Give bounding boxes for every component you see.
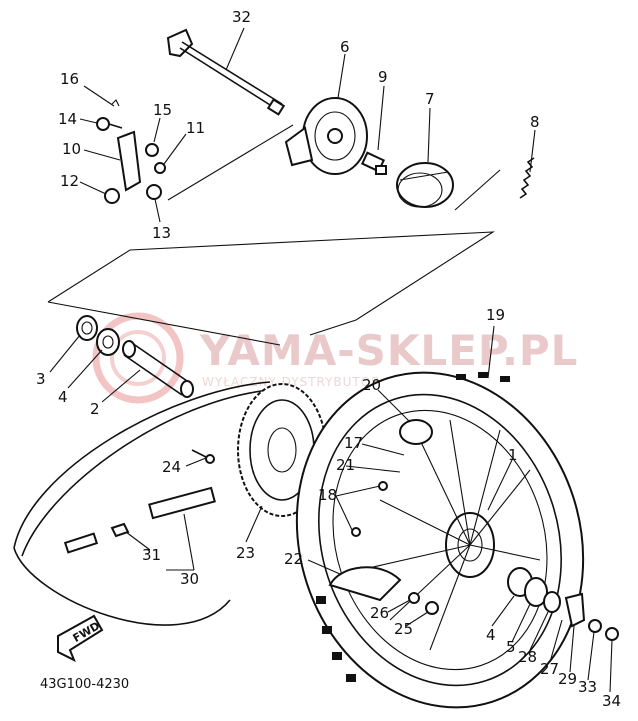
brake-shoe-plate bbox=[284, 97, 368, 175]
callout-15: 15 bbox=[153, 101, 172, 119]
watermark-logo-icon bbox=[92, 312, 184, 404]
forward-direction-indicator: FWD bbox=[57, 614, 104, 663]
callout-4-left: 4 bbox=[58, 388, 68, 406]
callout-23: 23 bbox=[236, 544, 255, 562]
axle-hardware bbox=[507, 567, 619, 641]
callout-18: 18 bbox=[318, 486, 337, 504]
brake-shoe bbox=[396, 162, 454, 208]
leader-lines bbox=[49, 27, 613, 693]
callout-20: 20 bbox=[362, 376, 381, 394]
callout-7: 7 bbox=[425, 90, 435, 108]
callout-34: 34 bbox=[602, 692, 621, 710]
tube-and-rim-band bbox=[328, 419, 433, 602]
tension-bar-set bbox=[96, 99, 166, 204]
callout-19: 19 bbox=[486, 306, 505, 324]
callout-29: 29 bbox=[558, 670, 577, 688]
callout-13: 13 bbox=[152, 224, 171, 242]
rear-axle bbox=[166, 28, 286, 116]
callout-32: 32 bbox=[232, 8, 251, 26]
callout-25: 25 bbox=[394, 620, 413, 638]
sprocket-bolt bbox=[191, 449, 215, 464]
wheel-bearings bbox=[76, 315, 120, 356]
callout-9: 9 bbox=[378, 68, 388, 86]
fwd-arrow-icon bbox=[57, 614, 104, 663]
callout-30: 30 bbox=[180, 570, 199, 588]
callout-14: 14 bbox=[58, 110, 77, 128]
callout-3: 3 bbox=[36, 370, 46, 388]
diagram-code: 43G100-4230 bbox=[40, 677, 129, 692]
callout-17: 17 bbox=[344, 434, 363, 452]
chain-joint bbox=[63, 486, 216, 554]
brake-spring bbox=[519, 157, 535, 199]
callout-5: 5 bbox=[506, 638, 516, 656]
callout-10: 10 bbox=[62, 140, 81, 158]
callout-2: 2 bbox=[90, 400, 100, 418]
callout-8: 8 bbox=[530, 113, 540, 131]
callout-27: 27 bbox=[540, 660, 559, 678]
callout-31: 31 bbox=[142, 546, 161, 564]
callout-24: 24 bbox=[162, 458, 181, 476]
camshaft-bolt bbox=[360, 151, 387, 175]
watermark: YAMA-SKLEP.PL WYŁĄCZNY DYSTRYBUTOR YAMAH… bbox=[92, 312, 578, 404]
callout-4-right: 4 bbox=[486, 626, 496, 644]
callout-12: 12 bbox=[60, 172, 79, 190]
callout-11: 11 bbox=[186, 119, 205, 137]
callout-1: 1 bbox=[508, 446, 518, 464]
callout-28: 28 bbox=[518, 648, 537, 666]
callout-6: 6 bbox=[340, 38, 350, 56]
assembly-outline bbox=[47, 124, 501, 346]
callout-16: 16 bbox=[60, 70, 79, 88]
watermark-text: YAMA-SKLEP.PL bbox=[199, 326, 578, 375]
callout-22: 22 bbox=[284, 550, 303, 568]
callout-33: 33 bbox=[578, 678, 597, 696]
drive-chain bbox=[13, 381, 271, 626]
wheel-spacer bbox=[122, 340, 194, 398]
callout-numbers: 32 6 9 7 8 16 14 15 11 10 12 13 3 4 2 19… bbox=[36, 8, 621, 710]
callout-21: 21 bbox=[336, 456, 355, 474]
callout-26: 26 bbox=[370, 604, 389, 622]
rear-wheel bbox=[295, 371, 585, 709]
